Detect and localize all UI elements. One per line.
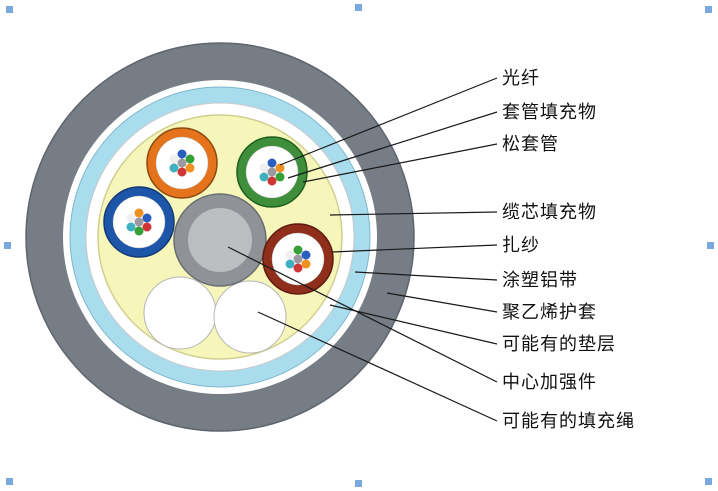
label-pe-sheath: 聚乙烯护套	[502, 302, 597, 322]
fiber-dot	[134, 226, 144, 236]
fiber-dot	[293, 263, 303, 273]
selection-handle-mid-right[interactable]	[707, 242, 714, 249]
label-strength-member: 中心加强件	[502, 372, 597, 392]
leader-aluminum-tape	[354, 271, 498, 281]
selection-handle-mid-left[interactable]	[4, 242, 11, 249]
fiber-dot	[267, 158, 277, 168]
leader-optical-fiber	[279, 77, 498, 166]
label-cushion-layer: 可能有的垫层	[502, 334, 616, 354]
fiber-dot	[275, 163, 285, 173]
leader-pe-sheath	[386, 292, 498, 313]
label-binding-yarn: 扎纱	[502, 235, 540, 255]
loose-tube-blue	[103, 186, 175, 258]
fiber-dot	[259, 163, 269, 173]
label-loose-tube: 松套管	[502, 134, 559, 154]
fiber-dot	[177, 158, 187, 168]
fiber-dot	[169, 163, 179, 173]
selection-handle-bottom-center[interactable]	[355, 480, 362, 487]
loose-tube-red	[262, 223, 334, 295]
fiber-dot	[259, 172, 269, 182]
label-core-filler: 缆芯填充物	[502, 202, 597, 222]
label-optical-fiber: 光纤	[502, 68, 540, 88]
fiber-dot	[134, 217, 144, 227]
selection-handle-bottom-right[interactable]	[705, 478, 712, 485]
fiber-dot	[169, 154, 179, 164]
selection-handle-top-center[interactable]	[355, 4, 362, 11]
leader-tube-filler	[287, 111, 498, 179]
loose-tube-orange	[146, 127, 218, 199]
label-filler-rope: 可能有的填充绳	[502, 411, 635, 431]
fiber-dot	[142, 222, 152, 232]
leader-core-filler	[329, 211, 498, 216]
leader-filler-rope	[257, 311, 498, 422]
filler-rope-right	[213, 280, 287, 354]
selection-handle-top-left[interactable]	[6, 6, 13, 13]
strength-member-core	[188, 208, 252, 272]
fiber-dot	[293, 254, 303, 264]
loose-tube-green	[236, 136, 308, 208]
fiber-dot	[301, 250, 311, 260]
label-tube-filler: 套管填充物	[502, 102, 597, 122]
fiber-dot	[301, 259, 311, 269]
fiber-dot	[267, 167, 277, 177]
label-aluminum-tape: 涂塑铝带	[502, 270, 578, 290]
selection-handle-top-right[interactable]	[705, 6, 712, 13]
fiber-dot	[185, 163, 195, 173]
fiber-dot	[126, 222, 136, 232]
leader-strength-member	[227, 246, 498, 383]
fiber-dot	[126, 213, 136, 223]
fiber-dot	[285, 250, 295, 260]
selection-handle-bottom-left[interactable]	[6, 478, 13, 485]
fiber-dot	[177, 167, 187, 177]
fiber-dot	[134, 208, 144, 218]
fiber-dot	[267, 176, 277, 186]
leader-binding-yarn	[331, 244, 498, 253]
filler-rope-left	[143, 276, 217, 350]
fiber-dot	[177, 149, 187, 159]
fiber-dot	[185, 154, 195, 164]
leader-loose-tube	[302, 143, 498, 183]
leader-lines	[227, 77, 498, 422]
fiber-dot	[142, 213, 152, 223]
fiber-dot	[293, 245, 303, 255]
fiber-dot	[285, 259, 295, 269]
fiber-dot	[275, 172, 285, 182]
central-strength-member	[173, 193, 267, 287]
